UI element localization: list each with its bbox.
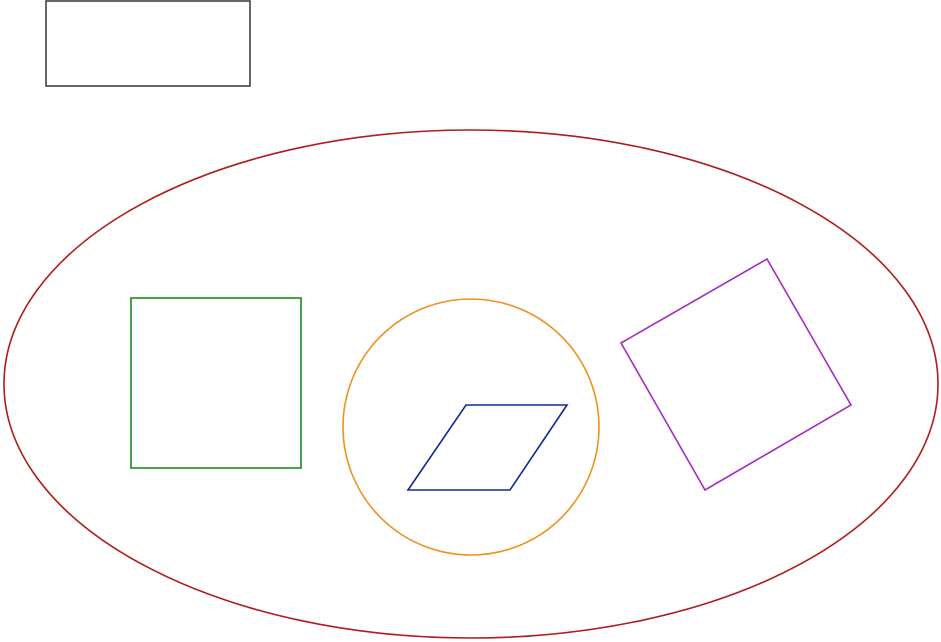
orange-circle [342, 298, 600, 556]
green-square [130, 297, 302, 469]
blue-parallelogram [406, 404, 569, 491]
top-left-rectangle [45, 0, 251, 87]
outer-ellipse [3, 129, 939, 639]
purple-rotated-square [619, 257, 853, 492]
